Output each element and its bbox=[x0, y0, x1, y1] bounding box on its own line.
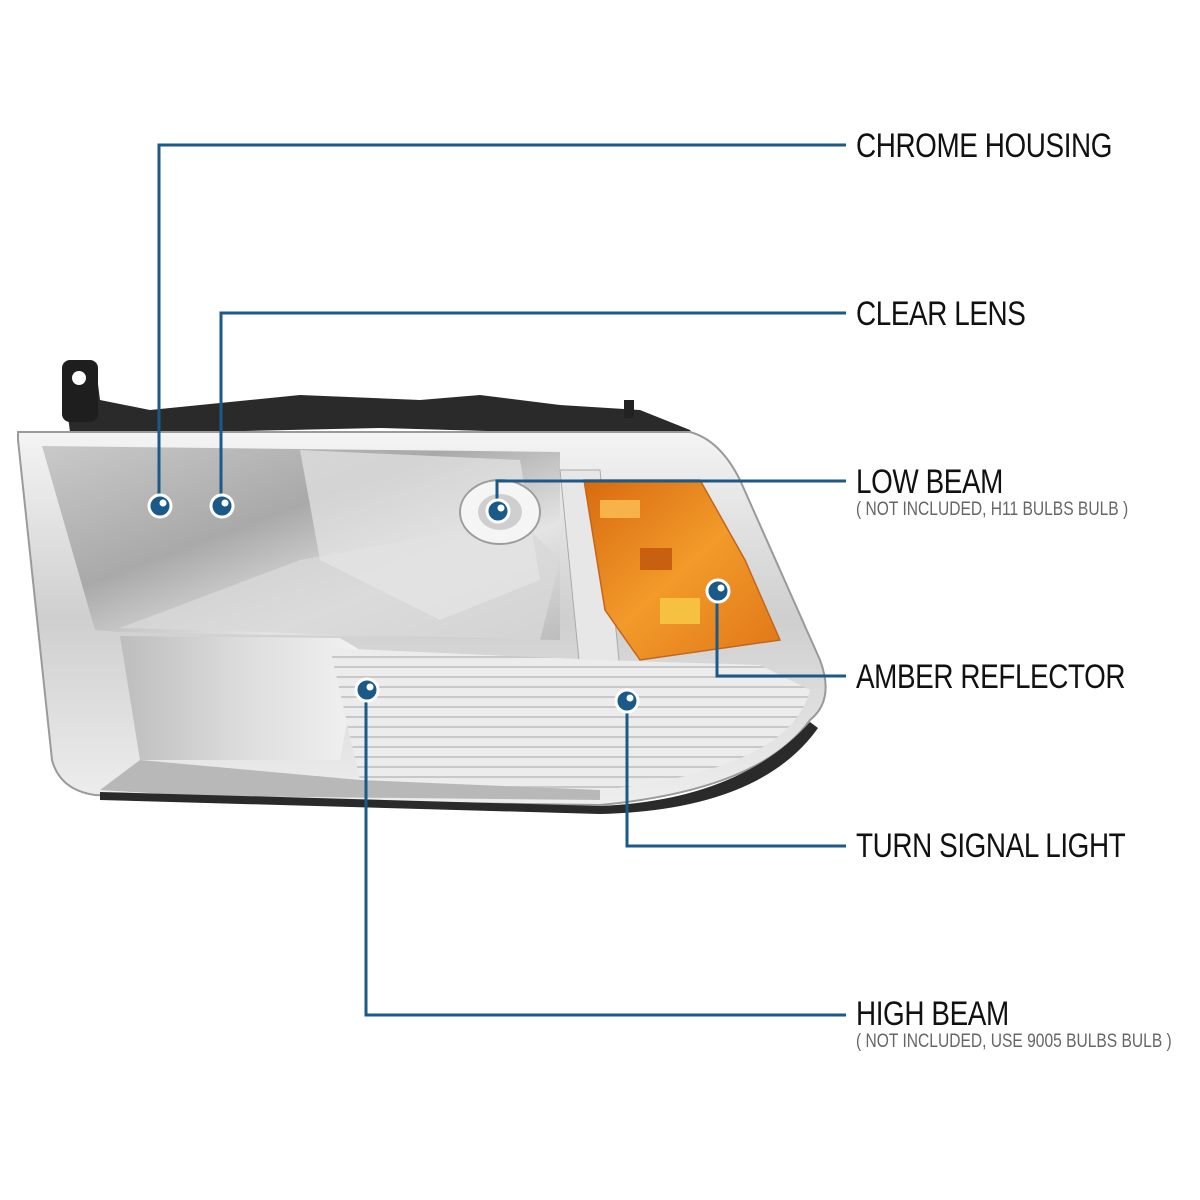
label-high-beam: HIGH BEAM bbox=[856, 995, 1009, 1033]
turn-signal-lens bbox=[330, 648, 810, 790]
callout-dot-low-beam bbox=[485, 498, 511, 524]
note-low-beam: ( NOT INCLUDED, H11 BULBS BULB ) bbox=[856, 499, 1129, 520]
callout-line-high-beam bbox=[364, 690, 846, 1017]
callout-dot-amber-reflector bbox=[705, 578, 731, 604]
note-high-beam: ( NOT INCLUDED, USE 9005 BULBS BULB ) bbox=[856, 1031, 1172, 1052]
high-beam-lens bbox=[120, 636, 360, 760]
callout-line-clear-lens bbox=[219, 311, 846, 505]
label-low-beam: LOW BEAM bbox=[856, 463, 1003, 501]
callout-dot-chrome-housing bbox=[147, 493, 173, 519]
callout-dot-clear-lens bbox=[209, 493, 235, 519]
label-turn-signal-light: TURN SIGNAL LIGHT bbox=[856, 827, 1126, 865]
callout-line-turn-signal bbox=[625, 702, 846, 848]
callout-line-amber-reflector bbox=[715, 591, 846, 678]
label-clear-lens: CLEAR LENS bbox=[856, 295, 1026, 333]
label-chrome-housing: CHROME HOUSING bbox=[856, 127, 1113, 165]
callout-line-chrome-housing bbox=[157, 143, 846, 505]
label-amber-reflector: AMBER REFLECTOR bbox=[856, 658, 1126, 696]
mounting-tab bbox=[62, 360, 98, 422]
callout-dot-high-beam bbox=[354, 677, 380, 703]
callout-line-low-beam bbox=[495, 479, 846, 508]
callout-dot-turn-signal bbox=[614, 688, 640, 714]
